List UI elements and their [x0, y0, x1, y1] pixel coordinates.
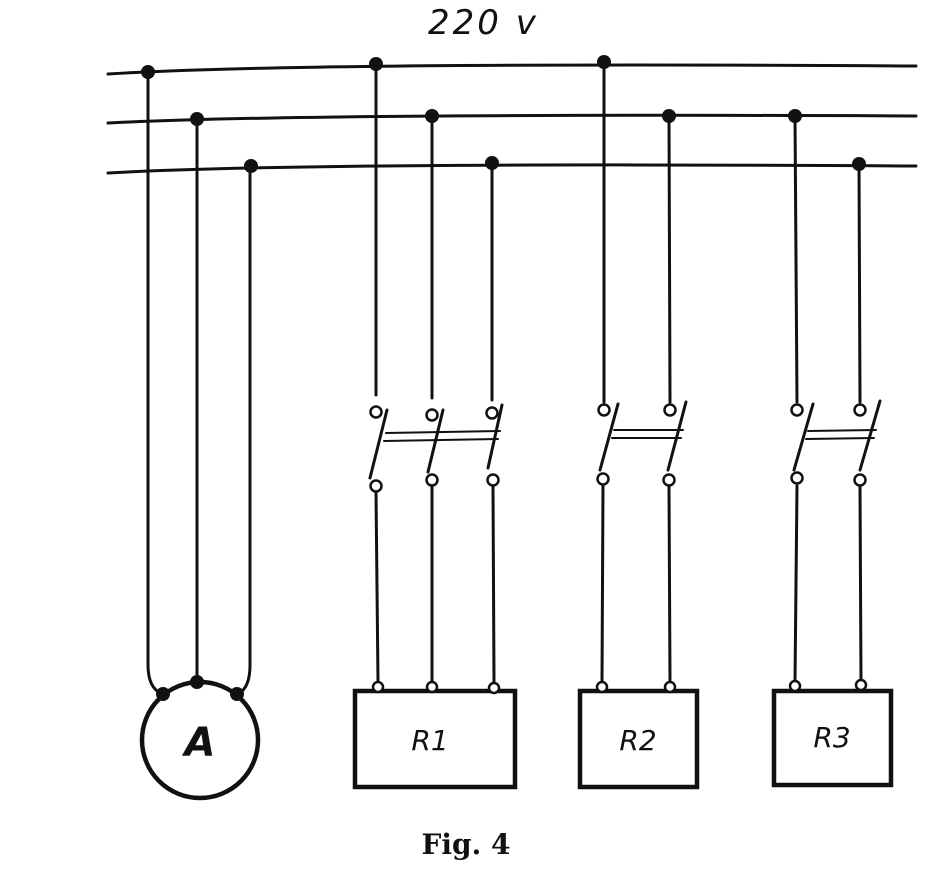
junction-dot	[852, 157, 866, 171]
motor-terminal	[190, 675, 204, 689]
switch-contact	[597, 403, 611, 417]
r1-gang-bar-lower	[383, 438, 499, 442]
r2-switch-blade-1	[598, 402, 620, 472]
load-terminal	[788, 679, 802, 693]
switch-contact	[662, 473, 676, 487]
load-label-r1: R1	[411, 724, 448, 757]
r3-gang-bar-lower	[805, 437, 875, 440]
motor-feed-3	[236, 164, 252, 696]
switch-contact	[853, 403, 867, 417]
load-label-r2: R2	[619, 724, 656, 757]
r1-switch-blade-3	[486, 403, 504, 470]
r1-gang-bar	[385, 430, 501, 434]
r3-switch-blade-2	[858, 399, 882, 472]
r2-wire-top-2	[667, 114, 672, 404]
voltage-label: 220 v	[428, 3, 539, 43]
junction-dot	[788, 109, 802, 123]
r3-gang-bar	[807, 429, 877, 432]
motor-terminal	[156, 687, 170, 701]
load-terminal	[595, 680, 609, 694]
junction-dot	[141, 65, 155, 79]
switch-contact	[425, 408, 439, 422]
figure-caption: Fig. 4	[421, 828, 511, 861]
r3-wire-bottom-2	[858, 484, 863, 684]
junction-dot	[425, 109, 439, 123]
supply-line-2	[106, 113, 918, 125]
r2-switch-blade-2	[666, 400, 688, 472]
switch-contact	[485, 406, 499, 420]
switch-contact	[790, 403, 804, 417]
load-terminal	[371, 680, 385, 694]
junction-dot	[485, 156, 499, 170]
r3-switch-blade-1	[792, 402, 815, 472]
r1-wire-bottom-1	[374, 490, 380, 684]
load-label-r3: R3	[813, 721, 850, 754]
motor-feed-1	[146, 70, 164, 696]
motor-terminal	[230, 687, 244, 701]
load-terminal	[663, 680, 677, 694]
load-terminal	[487, 681, 501, 695]
load-terminal	[425, 680, 439, 694]
load-box-r3	[771, 688, 894, 788]
load-terminal	[854, 678, 868, 692]
supply-line-1	[106, 63, 918, 76]
r2-wire-bottom-2	[667, 484, 672, 684]
junction-dot	[597, 55, 611, 69]
junction-dot	[369, 57, 383, 71]
r1-switch-blade-1	[368, 408, 389, 480]
junction-dot	[190, 112, 204, 126]
switch-contact	[596, 472, 610, 486]
r3-wire-top-2	[857, 162, 862, 404]
junction-dot	[244, 159, 258, 173]
switch-contact	[486, 473, 500, 487]
r3-wire-top-1	[793, 114, 799, 404]
motor-label: A	[182, 720, 216, 766]
switch-contact	[369, 405, 383, 419]
r1-wire-bottom-3	[491, 484, 496, 684]
load-box-r2	[577, 688, 700, 790]
switch-contact	[425, 473, 439, 487]
r3-wire-bottom-1	[793, 484, 799, 684]
r2-wire-bottom-1	[600, 484, 605, 684]
junction-dot	[662, 109, 676, 123]
switch-contact	[663, 403, 677, 417]
switch-contact	[369, 479, 383, 493]
supply-line-3	[106, 163, 918, 175]
switch-contact	[853, 473, 867, 487]
switch-contact	[790, 471, 804, 485]
